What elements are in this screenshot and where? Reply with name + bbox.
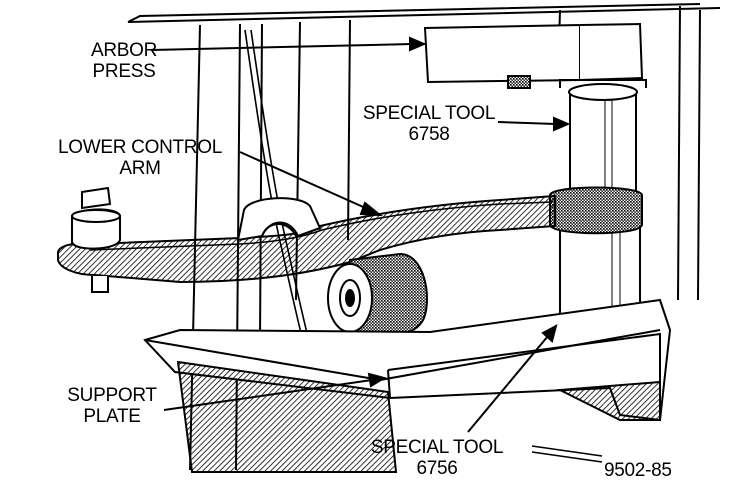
special-tool-6756-label-line1: SPECIAL TOOL: [370, 437, 504, 458]
rear-bushing: [327, 252, 428, 336]
figure-number: 9502-85: [604, 460, 672, 481]
support-plate-label-line2: PLATE: [83, 406, 141, 427]
special-tool-6756-label: SPECIAL TOOL 6756: [362, 437, 512, 479]
arm-bushing-collar: [549, 186, 643, 235]
lower-control-arm-label-line2: ARM: [119, 158, 161, 179]
arbor-press-frame: [127, 3, 721, 471]
special-tool-6758: [559, 79, 647, 196]
lower-control-arm-label-line1: LOWER CONTROL: [58, 137, 222, 158]
special-tool-6756-label-line2: 6756: [416, 458, 458, 479]
lower-control-arm-label: LOWER CONTROL ARM: [40, 137, 240, 179]
special-tool-6758-label-line2: 6758: [408, 124, 450, 145]
support-plate-label: SUPPORT PLATE: [52, 385, 172, 427]
arbor-press-label-line2: PRESS: [92, 61, 156, 82]
arbor-press-label-line1: ARBOR: [90, 40, 158, 61]
press-stand: [176, 360, 661, 473]
special-tool-6758-label-line1: SPECIAL TOOL: [362, 103, 496, 124]
press-head: [423, 22, 644, 89]
lower-control-arm: [57, 186, 556, 293]
leader-lines: [151, 36, 603, 463]
special-tool-6758-label: SPECIAL TOOL 6758: [354, 103, 504, 145]
press-chain: [244, 29, 311, 357]
arbor-press-label: ARBOR PRESS: [78, 40, 170, 82]
support-plate-label-line1: SUPPORT: [67, 385, 157, 406]
